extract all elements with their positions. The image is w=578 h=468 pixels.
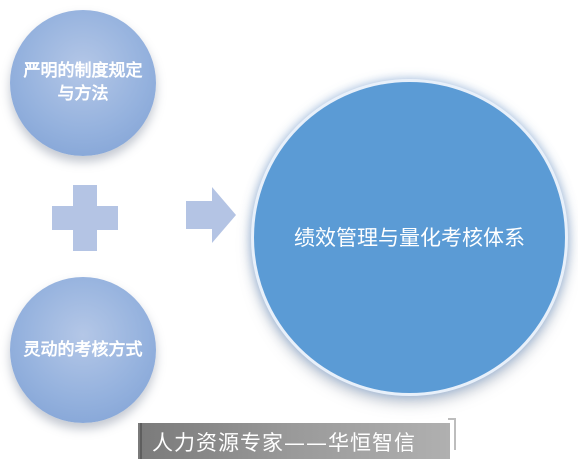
footer-banner: 人力资源专家——华恒智信 xyxy=(138,418,458,462)
flexible-assessment-text: 灵动的考核方式 xyxy=(23,339,143,360)
arrow-right-icon xyxy=(186,187,236,243)
strict-rules-text: 严明的制度规定与方法 xyxy=(23,61,143,104)
performance-system-text: 绩效管理与量化考核体系 xyxy=(294,225,525,250)
strict-rules-circle: 严明的制度规定与方法 xyxy=(10,10,156,156)
flexible-assessment-circle: 灵动的考核方式 xyxy=(10,277,156,423)
footer-text: 人力资源专家——华恒智信 xyxy=(152,431,416,455)
performance-system-circle: 绩效管理与量化考核体系 xyxy=(251,79,568,396)
plus-icon xyxy=(52,185,118,251)
